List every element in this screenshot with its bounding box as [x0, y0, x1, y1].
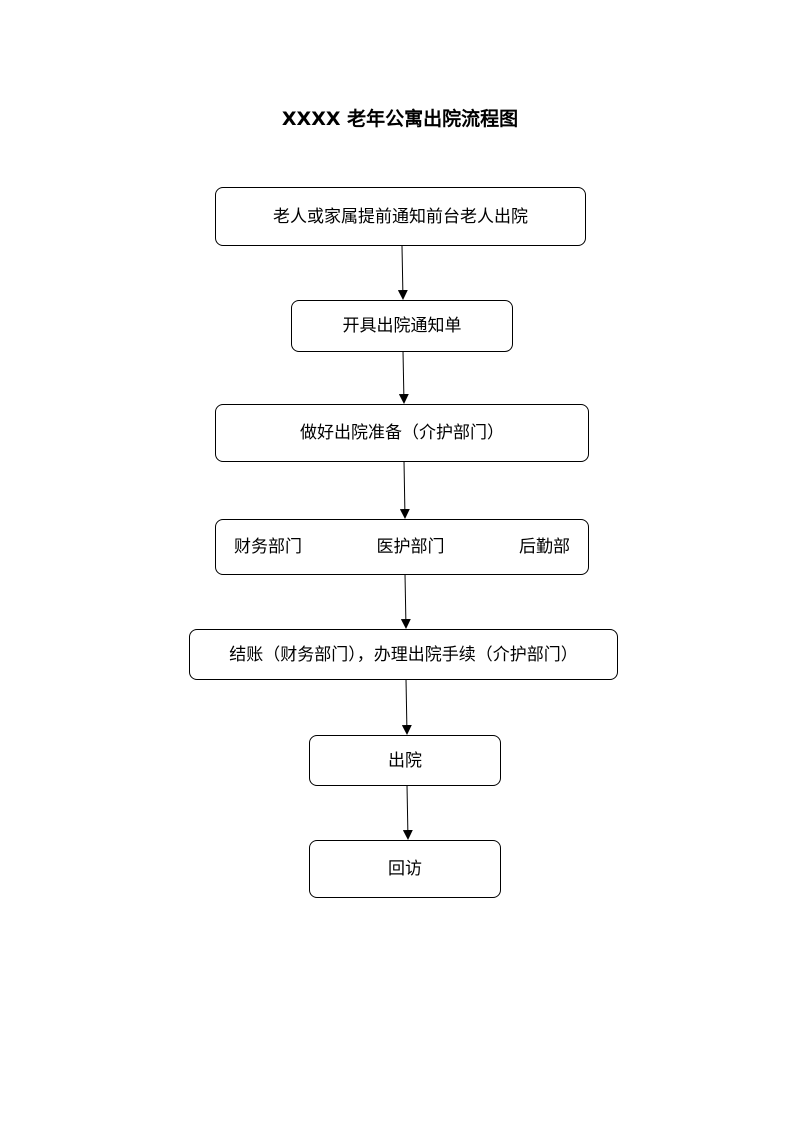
dept-medical-label: 医护部门 [376, 537, 445, 557]
arrow-6-to-7 [402, 784, 413, 840]
step-settle-and-procedures: 结账（财务部门），办理出院手续（介护部门） [189, 629, 618, 680]
dept-finance-label: 财务部门 [234, 537, 302, 557]
step-departments: 财务部门 医护部门 后勤部 [215, 519, 589, 575]
step-prepare-discharge-label: 做好出院准备（介护部门） [300, 423, 504, 443]
arrow-1-to-2 [397, 245, 408, 300]
step-prepare-discharge: 做好出院准备（介护部门） [215, 404, 589, 462]
step-notify-front-desk: 老人或家属提前通知前台老人出院 [215, 187, 586, 246]
step-settle-and-procedures-label: 结账（财务部门），办理出院手续（介护部门） [229, 644, 578, 665]
page-title: XXXX 老年公寓出院流程图 [281, 108, 519, 130]
arrow-5-to-6 [401, 678, 412, 735]
step-issue-discharge-notice: 开具出院通知单 [291, 300, 513, 352]
step-discharge: 出院 [309, 735, 501, 786]
arrow-4-to-5 [400, 573, 411, 629]
step-notify-front-desk-label: 老人或家属提前通知前台老人出院 [273, 206, 528, 227]
step-discharge-label: 出院 [388, 750, 422, 771]
step-follow-up-visit: 回访 [309, 840, 501, 898]
step-follow-up-visit-label: 回访 [388, 859, 422, 879]
arrow-3-to-4 [399, 460, 410, 519]
step-issue-discharge-notice-label: 开具出院通知单 [342, 316, 462, 336]
dept-logistics-label: 后勤部 [519, 537, 570, 557]
arrow-2-to-3 [398, 350, 409, 404]
